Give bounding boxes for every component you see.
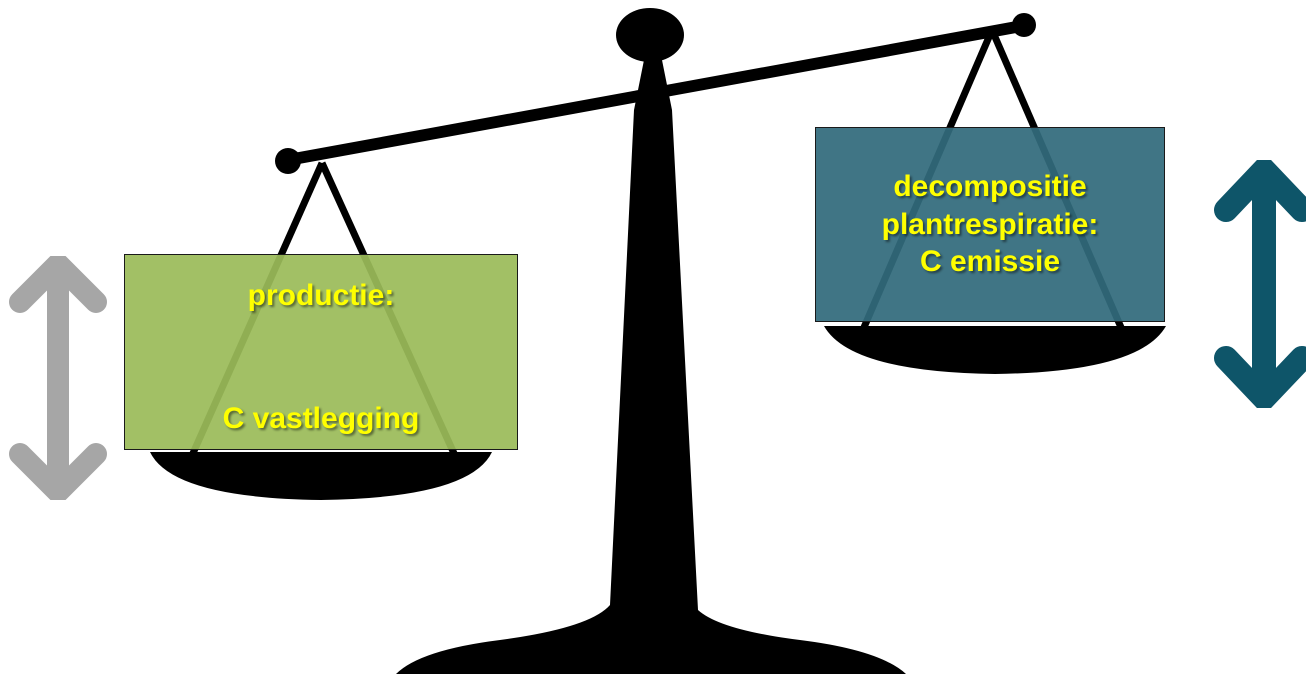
double-headed-vertical-arrow-icon bbox=[9, 256, 107, 500]
carbon-emission-label: C emissie bbox=[919, 245, 1061, 279]
double-headed-vertical-arrow-icon bbox=[1214, 160, 1306, 408]
balance-top-knob bbox=[616, 8, 684, 62]
balance-column bbox=[396, 55, 906, 674]
carbon-sequestration-label: C vastlegging bbox=[222, 401, 420, 435]
plant-respiration-label: plantrespiratie: bbox=[881, 207, 1099, 241]
left-pan-dish bbox=[150, 452, 492, 500]
right-pan-dish bbox=[824, 326, 1166, 374]
production-box: productie: C vastlegging bbox=[124, 254, 518, 450]
emission-box: decompositie plantrespiratie: C emissie bbox=[815, 127, 1165, 322]
beam-right-end bbox=[1012, 13, 1036, 37]
production-label: productie: bbox=[247, 279, 395, 312]
beam-left-end bbox=[275, 148, 301, 174]
decomposition-label: decompositie bbox=[893, 170, 1087, 204]
